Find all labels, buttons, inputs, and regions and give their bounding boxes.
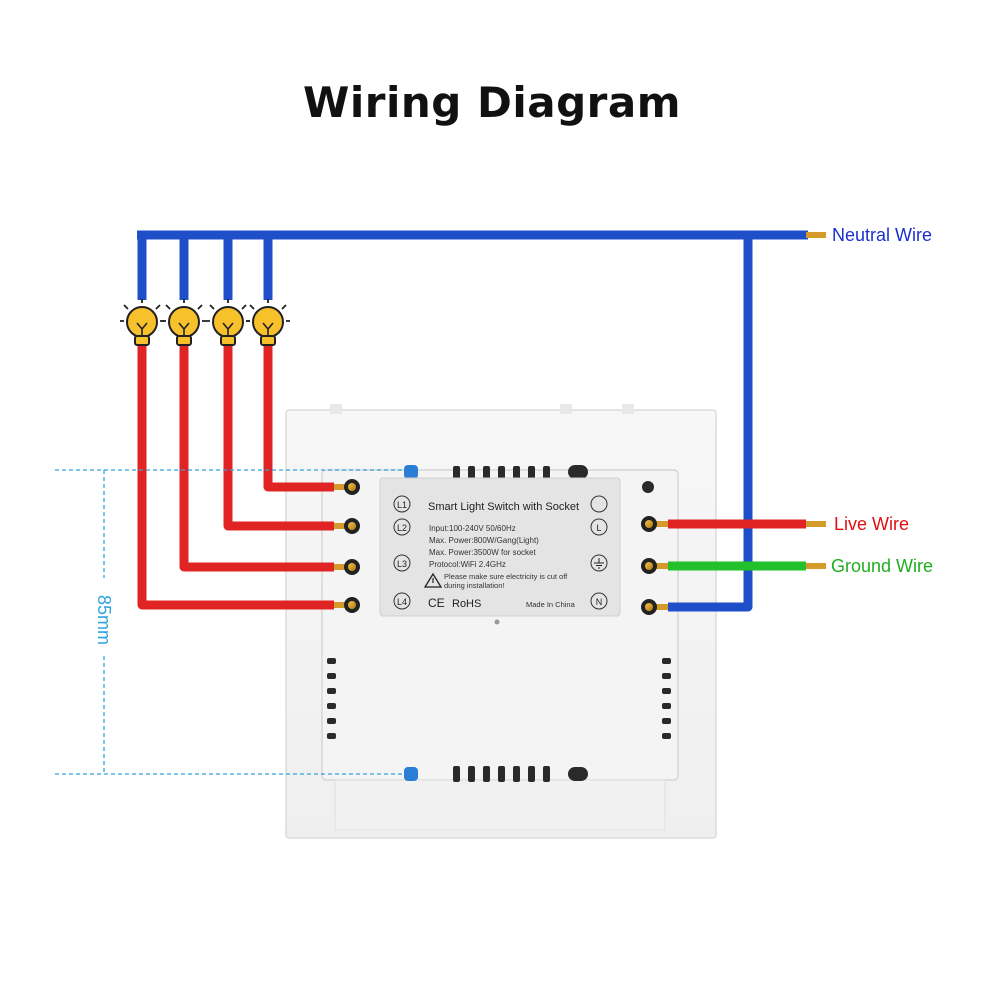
- rohs-mark: RoHS: [452, 598, 481, 610]
- spec-line: Max. Power:800W/Gang(Light): [429, 536, 539, 545]
- spec-line: Input:100-240V 50/60Hz: [429, 524, 516, 533]
- terminal-label-l3: L3: [397, 559, 407, 569]
- terminal-label-l: L: [596, 523, 601, 533]
- light-bulb-icon: [162, 299, 206, 346]
- terminal-badges-right: [590, 495, 608, 610]
- neutral-wires: [137, 230, 808, 612]
- terminal-screws: [344, 479, 657, 615]
- light-bulb-icon: [206, 299, 250, 346]
- light-bulb-icon: [120, 299, 164, 346]
- device-label: [379, 477, 621, 617]
- dimension-label: 85mm: [94, 595, 114, 645]
- light-bulb-icon: [246, 299, 290, 346]
- warning-line: Please make sure electricity is cut off: [444, 572, 568, 581]
- device-title: Smart Light Switch with Socket: [428, 501, 579, 513]
- warning-icon: [423, 572, 443, 588]
- ground-wire-label: Ground Wire: [831, 556, 933, 576]
- ground-symbol-icon: [594, 558, 604, 569]
- warning-line: during installation!: [444, 581, 504, 590]
- spec-line: Max. Power:3500W for socket: [429, 548, 536, 557]
- terminal-label-l2: L2: [397, 523, 407, 533]
- spec-line: Protocol:WiFi 2.4GHz: [429, 560, 506, 569]
- terminal-label-l1: L1: [397, 500, 407, 510]
- page-title: Wiring Diagram: [303, 78, 681, 127]
- dimension-marker: [55, 469, 405, 775]
- terminal-badges-left: [393, 495, 411, 610]
- terminal-label-l4: L4: [397, 597, 407, 607]
- terminal-label-n: N: [596, 597, 603, 607]
- live-wire-label: Live Wire: [834, 514, 909, 534]
- ce-mark: CE: [428, 596, 445, 610]
- lamp-wires: [137, 345, 334, 610]
- switch-plate: [285, 404, 717, 839]
- origin-text: Made In China: [526, 600, 576, 609]
- neutral-wire-label: Neutral Wire: [832, 225, 932, 245]
